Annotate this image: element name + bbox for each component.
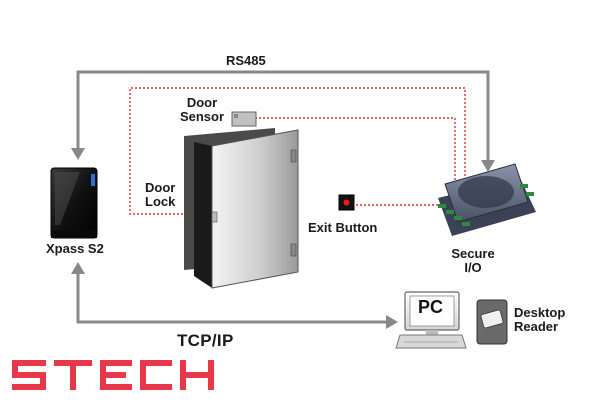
dotted-wires [129, 87, 466, 215]
door-sensor-label-line1: Door [186, 95, 218, 110]
door-sensor-label-line2: Sensor [179, 108, 225, 124]
secure-io-label: Secure I/O [443, 247, 503, 274]
rs485-arrow-to-io [481, 160, 495, 172]
secure-io-label-line2: I/O [464, 259, 482, 275]
rs485-arrow-to-xpass [71, 148, 85, 160]
desktop-reader-icon [476, 299, 508, 345]
door-sensor-icon [231, 111, 257, 127]
door-icon [184, 128, 299, 289]
stech-logo [12, 360, 214, 390]
desktop-reader-label-line2: Reader [514, 318, 559, 334]
secure-io-label-line1: Secure [451, 246, 495, 261]
exit-button-icon [338, 194, 355, 211]
rs485-wire [76, 70, 490, 162]
secure-io-icon [438, 163, 536, 236]
pc-icon [395, 291, 467, 349]
desktop-reader-label-line1: Desktop [514, 305, 566, 320]
pc-screen-text: PC [418, 297, 444, 317]
tcpip-arrow-to-xpass [71, 262, 85, 274]
exit-button-label: Exit Button [308, 220, 378, 235]
xpass-reader-icon [50, 167, 98, 239]
tcpip-wire [76, 270, 388, 324]
door-lock-label-line1: Door [145, 180, 176, 195]
tcpip-arrow-to-pc [386, 315, 398, 329]
door-lock-label-line2: Lock [145, 193, 176, 209]
rs485-label: RS485 [226, 53, 266, 68]
tcpip-label: TCP/IP [177, 331, 234, 350]
xpass-label: Xpass S2 [46, 241, 104, 256]
door-sensor-label: Door Sensor [176, 96, 228, 123]
door-lock-label: Door Lock [145, 181, 175, 208]
desktop-reader-label: Desktop Reader [514, 306, 565, 333]
